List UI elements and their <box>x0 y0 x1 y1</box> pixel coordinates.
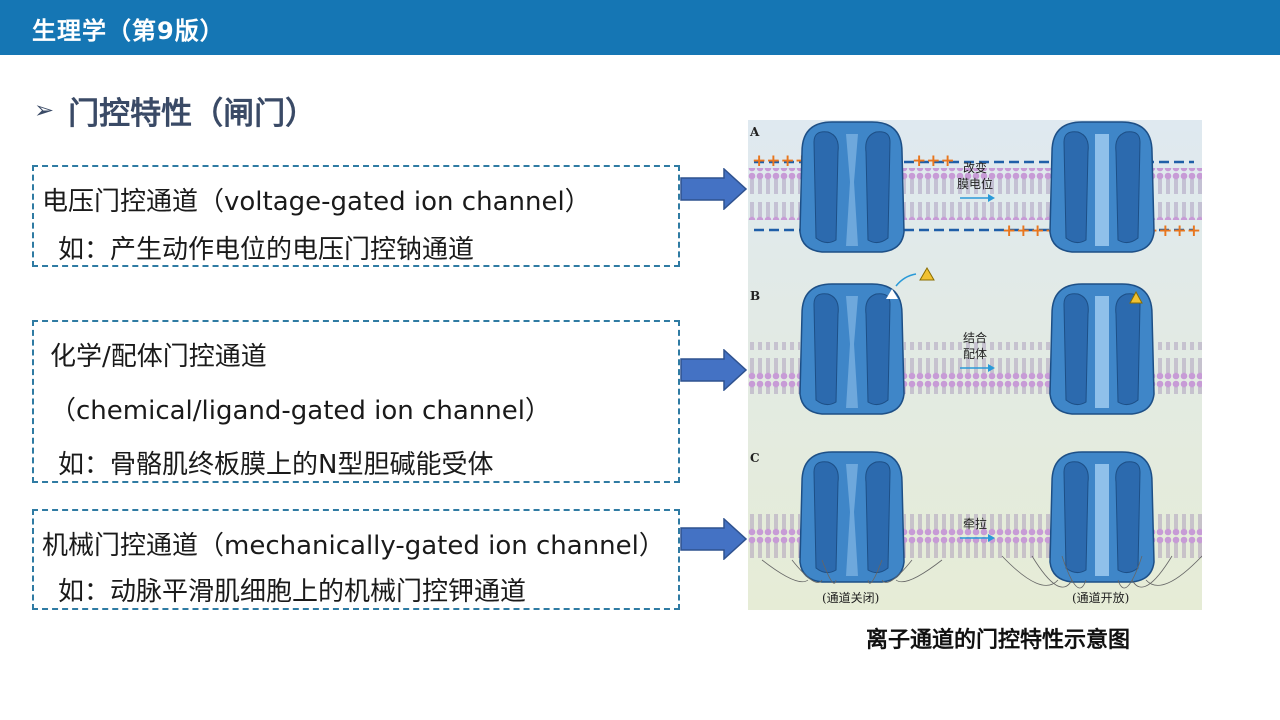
figure-caption: 离子通道的门控特性示意图 <box>866 628 1131 653</box>
tether-filament <box>867 559 883 584</box>
channel-pore-open <box>1095 296 1109 408</box>
bound-ligand-icon <box>1129 290 1143 304</box>
channel-pore-closed <box>846 464 858 576</box>
channel-subunit <box>1115 293 1141 406</box>
box3-example: 如：动脉平滑肌细胞上的机械门控钾通道 <box>58 577 527 607</box>
box3-title: 机械门控通道（mechanically-gated ion channel） <box>42 531 665 561</box>
channel-pore-closed <box>846 134 858 246</box>
panel-c-label: C <box>750 451 760 465</box>
channel-subunit <box>865 131 891 244</box>
state-open-label: (通道开放) <box>1072 590 1129 605</box>
stimulus-arrow-icon <box>988 194 995 202</box>
ligand-site-icon <box>886 289 898 299</box>
stimulus-label-b: 配体 <box>963 347 987 361</box>
channel-subunit <box>865 461 891 574</box>
channel-closed-c <box>799 451 905 583</box>
header-title: 生理学（第9版） <box>32 17 225 45</box>
arrow-right-icon <box>680 518 748 560</box>
section-heading: ➢ 门控特性（闸门） <box>34 88 316 132</box>
ion-channel-gating-figure: A+++++++++++++++++改变膜电位B结合配体C牵拉(通道关闭)(通道… <box>748 120 1202 610</box>
stimulus-label-a: 膜电位 <box>957 176 993 191</box>
plus-charges: +++ <box>912 151 955 171</box>
channel-open-c <box>1049 451 1155 583</box>
channel-pore-closed <box>846 296 858 408</box>
stimulus-arrow-icon <box>988 534 995 542</box>
tether-filament <box>1117 555 1143 589</box>
ligand-icon <box>919 267 935 281</box>
tether-filament <box>881 559 913 583</box>
channel-pore-open <box>1095 134 1109 246</box>
box2-english: （chemical/ligand-gated ion channel） <box>50 396 551 426</box>
box2-example: 如：骨骼肌终板膜上的N型胆碱能受体 <box>58 450 494 480</box>
channel-subunit <box>1063 131 1089 244</box>
channel-subunit <box>813 293 839 406</box>
channel-subunit <box>1063 461 1089 574</box>
stimulus-label-b: 结合 <box>963 330 987 345</box>
arrow-right-icon <box>680 168 748 210</box>
tether-filament <box>1061 555 1087 589</box>
channel-closed-a <box>799 121 905 253</box>
channel-subunit <box>1063 293 1089 406</box>
stimulus-arrow-icon <box>988 364 995 372</box>
arrow-right-icon <box>680 349 748 391</box>
header-bar: 生理学（第9版） <box>0 0 1280 55</box>
tether-filament <box>1131 555 1173 588</box>
channel-subunit <box>1115 131 1141 244</box>
box1-example: 如：产生动作电位的电压门控钠通道 <box>58 235 475 265</box>
mechanically-gated-box: 机械门控通道（mechanically-gated ion channel） 如… <box>32 509 680 610</box>
channel-closed-b <box>799 283 905 415</box>
tether-filament <box>761 559 809 583</box>
channel-subunit <box>1115 461 1141 574</box>
tether-filament <box>1031 555 1073 588</box>
channel-subunit <box>813 131 839 244</box>
voltage-gated-box: 电压门控通道（voltage-gated ion channel） 如：产生动作… <box>32 165 680 267</box>
ligand-arrow-icon <box>895 273 917 287</box>
arrow-bullet-icon: ➢ <box>34 96 55 124</box>
tether-filament <box>1001 555 1059 586</box>
box1-title: 电压门控通道（voltage-gated ion channel） <box>42 187 591 217</box>
box2-title: 化学/配体门控通道 <box>50 342 267 372</box>
ligand-gated-box: 化学/配体门控通道 （chemical/ligand-gated ion cha… <box>32 320 680 483</box>
state-closed-label: (通道关闭) <box>822 591 879 605</box>
tether-filament <box>1145 555 1202 586</box>
stimulus-label-c: 牵拉 <box>963 516 987 531</box>
channel-open-a <box>1049 121 1155 253</box>
panel-b-label: B <box>750 289 760 303</box>
channel-open-b <box>1049 283 1155 415</box>
tether-filament <box>895 559 943 583</box>
channel-subunit <box>865 293 891 406</box>
tether-filament <box>791 559 823 583</box>
panel-a-label: A <box>749 125 760 139</box>
channel-subunit <box>813 461 839 574</box>
plus-charges: ++++ <box>1144 221 1201 241</box>
channel-pore-open <box>1095 464 1109 576</box>
stimulus-label-a: 改变 <box>963 160 987 175</box>
tether-filament <box>821 559 837 584</box>
section-title: 门控特性（闸门） <box>68 95 317 132</box>
